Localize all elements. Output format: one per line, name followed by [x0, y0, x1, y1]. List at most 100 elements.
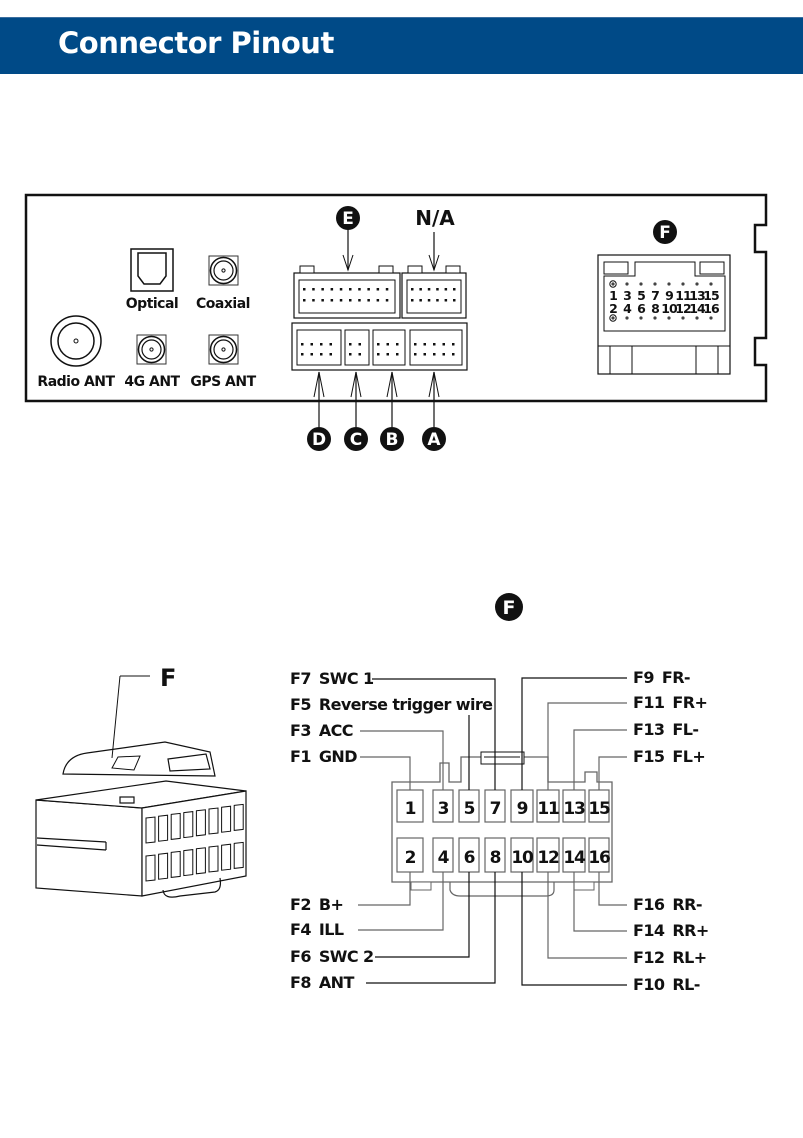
socket-pin — [411, 299, 414, 302]
socket-pin — [436, 299, 439, 302]
plug-cell — [233, 841, 244, 869]
socket-pin — [453, 299, 456, 302]
socket-pin — [639, 282, 643, 286]
socket-pin — [667, 282, 671, 286]
socket-pin — [367, 299, 370, 302]
socket-pin-number: 12 — [675, 301, 691, 316]
svg-text:C: C — [350, 430, 362, 450]
connector-na-socket — [401, 265, 467, 319]
gps-ant-port-icon — [208, 334, 239, 365]
socket-pin-number: 1 — [609, 288, 617, 303]
pin-number: 14 — [563, 848, 586, 868]
socket-pin — [396, 343, 399, 346]
plug-cell — [221, 805, 232, 833]
socket-pin — [609, 314, 617, 322]
pin-number: 2 — [405, 848, 416, 868]
socket-pin — [329, 343, 332, 346]
4g-ant-label: 4G ANT — [124, 374, 180, 390]
connector-f-badge: F — [653, 220, 677, 244]
socket-pin — [377, 353, 380, 356]
plug-cell — [158, 852, 169, 880]
socket-pin — [452, 353, 455, 356]
plug-cell — [233, 803, 244, 831]
socket-pin — [442, 353, 445, 356]
socket-pin — [695, 316, 699, 320]
socket-pin — [611, 316, 615, 320]
socket-pin — [303, 288, 306, 291]
connector-c-badge: C — [344, 427, 368, 451]
coaxial-label: Coaxial — [196, 296, 250, 312]
socket-pin — [312, 288, 315, 291]
pin-number: 8 — [490, 848, 501, 868]
pin-number: 11 — [537, 799, 559, 819]
socket-pin — [433, 343, 436, 346]
socket-pin — [367, 288, 370, 291]
socket-pin-number: 14 — [689, 301, 706, 316]
svg-text:F: F — [659, 223, 671, 243]
socket-pin — [320, 343, 323, 346]
socket-pin — [386, 353, 389, 356]
socket-pin — [376, 288, 380, 291]
plug-cell — [145, 816, 156, 844]
socket-pin — [358, 353, 361, 356]
socket-pin — [339, 299, 343, 302]
socket-pin — [339, 288, 343, 291]
socket-pin-number: 16 — [703, 301, 720, 316]
socket-pin-number: 4 — [623, 301, 632, 316]
4g-ant-port-icon — [136, 334, 167, 365]
plug-cell — [170, 850, 181, 878]
socket-pin — [411, 288, 414, 291]
svg-text:F: F — [503, 597, 516, 619]
plug-cell — [145, 854, 156, 882]
socket-pin — [386, 343, 389, 346]
socket-pin — [427, 299, 431, 302]
svg-text:B: B — [386, 430, 399, 450]
socket-pin — [423, 353, 426, 356]
socket-pin-number: 13 — [689, 288, 705, 303]
socket-pin — [609, 280, 617, 288]
socket-pin — [681, 282, 685, 286]
pin-cell — [396, 837, 424, 873]
socket-pin — [667, 316, 671, 320]
radio-ant-label: Radio ANT — [37, 374, 115, 390]
pin-number: 7 — [490, 799, 501, 819]
socket-pin — [625, 316, 629, 320]
pin-number: 3 — [438, 799, 449, 819]
socket-pin — [396, 353, 399, 356]
socket-pin — [419, 288, 422, 291]
connector-d-badge: D — [307, 427, 331, 451]
socket-pin — [349, 353, 352, 356]
socket-pin — [433, 353, 436, 356]
socket-pin — [301, 343, 304, 346]
socket-pin-number: 3 — [623, 288, 631, 303]
socket-pin — [427, 288, 431, 291]
socket-pin — [611, 282, 615, 286]
socket-pin — [310, 353, 313, 356]
pin-number: 16 — [588, 848, 610, 868]
pin-number: 9 — [517, 799, 528, 819]
coaxial-port-icon — [208, 255, 239, 286]
pin-number: 10 — [511, 848, 534, 868]
socket-pin — [377, 343, 380, 346]
svg-text:A: A — [427, 430, 441, 450]
socket-pin — [320, 353, 323, 356]
socket-pin — [385, 288, 389, 291]
connector-c-socket — [344, 329, 370, 366]
connector-b-badge: B — [380, 427, 404, 451]
socket-pin-number: 10 — [661, 301, 678, 316]
socket-pin — [625, 282, 629, 286]
socket-pin — [639, 316, 643, 320]
pin-number: 13 — [563, 799, 585, 819]
socket-pin — [321, 299, 324, 302]
plug-cell — [221, 843, 232, 871]
socket-pin — [453, 288, 456, 291]
